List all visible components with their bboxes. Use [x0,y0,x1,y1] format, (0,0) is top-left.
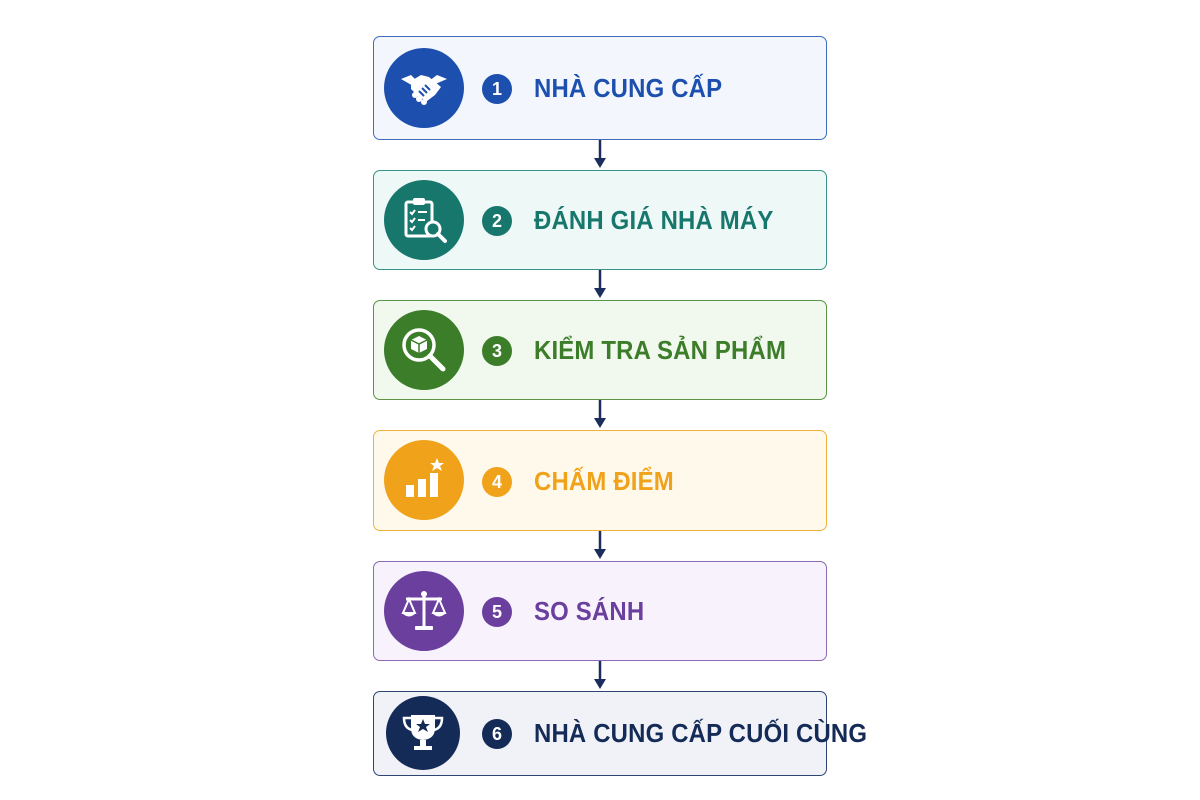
step-2-box: 2 ĐÁNH GIÁ NHÀ MÁY [373,170,827,270]
step-1-box: 1 NHÀ CUNG CẤP [373,36,827,140]
step-6-box: 6 NHÀ CUNG CẤP CUỐI CÙNG [373,691,867,776]
step-1-number: 1 [482,74,512,104]
arrow-3-4 [592,400,608,430]
step-2-number: 2 [482,206,512,236]
step-5-number: 5 [482,597,512,627]
bar-chart-star-icon [384,440,464,520]
step-1-label: NHÀ CUNG CẤP [534,73,723,103]
arrow-5-6 [592,661,608,691]
step-3-box: 3 KIỂM TRA SẢN PHẨM [373,300,827,400]
step-2-label: ĐÁNH GIÁ NHÀ MÁY [534,205,774,235]
trophy-icon [386,696,460,770]
arrow-1-2 [592,140,608,170]
step-5-label: SO SÁNH [534,596,645,626]
step-3-label: KIỂM TRA SẢN PHẨM [534,335,787,365]
step-5-box: 5 SO SÁNH [373,561,827,661]
step-6-number: 6 [482,719,512,749]
arrow-4-5 [592,531,608,561]
handshake-icon [384,48,464,128]
box-inspection-icon [384,310,464,390]
step-4-box: 4 CHẤM ĐIỂM [373,430,827,531]
scales-icon [384,571,464,651]
step-6-label: NHÀ CUNG CẤP CUỐI CÙNG [534,718,868,748]
clipboard-audit-icon [384,180,464,260]
step-4-label: CHẤM ĐIỂM [534,466,674,496]
arrow-2-3 [592,270,608,300]
step-3-number: 3 [482,336,512,366]
step-4-number: 4 [482,467,512,497]
